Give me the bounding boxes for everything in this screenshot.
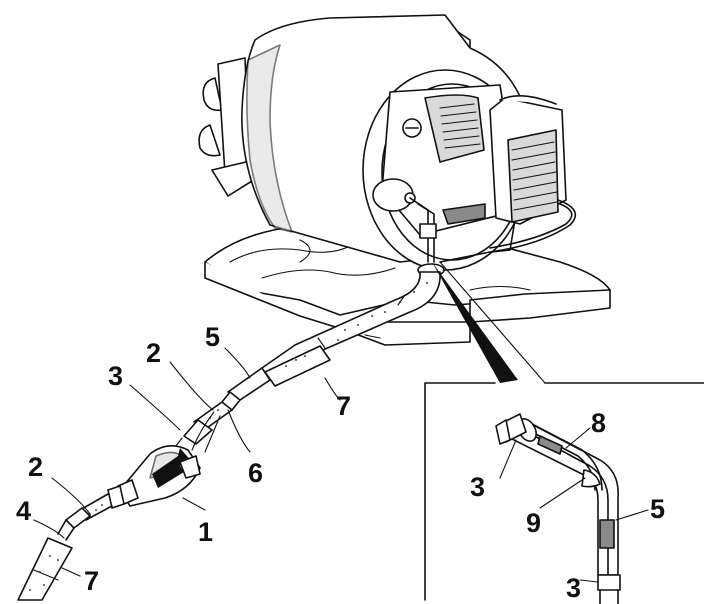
callout-1: 1 — [198, 517, 213, 547]
inset-callout-3-top: 3 — [470, 472, 485, 502]
callout-3: 3 — [108, 361, 123, 391]
callout-6: 6 — [248, 458, 263, 488]
water-heater — [198, 14, 577, 271]
inline-connector — [17, 391, 241, 601]
callout-5: 5 — [205, 322, 220, 352]
detail-inset — [424, 261, 704, 604]
callout-2-left: 2 — [28, 452, 43, 482]
inset-callout-9: 9 — [526, 508, 541, 538]
inset-callout-5: 5 — [650, 494, 665, 524]
callout-7-top: 7 — [336, 391, 351, 421]
callout-labels: 1 2 2 3 4 5 6 7 7 8 3 9 5 3 — [16, 322, 665, 603]
insulated-hose — [227, 263, 445, 405]
insert-arrow — [152, 448, 192, 488]
inset-callout-3-bottom: 3 — [566, 573, 581, 603]
callout-7-bottom: 7 — [84, 566, 99, 596]
inset-callout-8: 8 — [591, 408, 606, 438]
callout-2-top: 2 — [146, 338, 161, 368]
callout-4: 4 — [16, 496, 31, 526]
leader-lines — [33, 347, 341, 577]
